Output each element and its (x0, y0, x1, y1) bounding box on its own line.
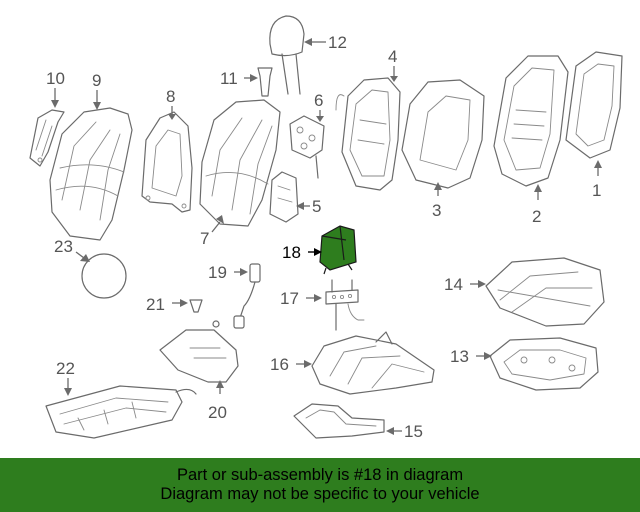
callout-21[interactable]: 21 (146, 295, 165, 314)
part-16-cushion-pad[interactable] (311, 331, 435, 395)
notice-line-2: Diagram may not be specific to your vehi… (160, 485, 480, 503)
callout-8[interactable]: 8 (166, 87, 175, 106)
callout-15[interactable]: 15 (404, 422, 423, 441)
part-1-rear-panel[interactable] (565, 51, 623, 159)
leader-7 (211, 215, 224, 233)
part-11-headrest-guide[interactable] (257, 67, 273, 97)
callout-14[interactable]: 14 (444, 275, 463, 294)
callout-17[interactable]: 17 (280, 289, 299, 308)
leader-17 (306, 294, 322, 302)
callout-10[interactable]: 10 (46, 69, 65, 88)
callout-4[interactable]: 4 (388, 47, 397, 66)
part-7-seat-back-pad[interactable] (199, 99, 281, 227)
callout-22[interactable]: 22 (56, 359, 75, 378)
leader-8 (168, 106, 176, 120)
leader-21 (172, 299, 188, 307)
part-2-seat-frame[interactable] (493, 55, 569, 187)
leader-14 (470, 280, 486, 288)
leader-11 (244, 74, 258, 82)
part-6-lumbar-mechanism[interactable] (289, 115, 325, 179)
callout-2[interactable]: 2 (532, 207, 541, 226)
leader-18 (308, 248, 322, 256)
part-20-side-bracket[interactable] (159, 320, 239, 383)
part-22-heating-mat[interactable] (45, 385, 197, 439)
leader-1 (594, 160, 602, 176)
leader-10 (51, 88, 59, 108)
leader-23 (75, 251, 90, 262)
callout-16[interactable]: 16 (270, 355, 289, 374)
seat-exploded-diagram: 10 9 8 7 12 (29, 15, 623, 441)
part-19-cable[interactable] (233, 263, 261, 329)
part-23-round-cover[interactable] (81, 253, 127, 299)
leader-3 (434, 182, 442, 196)
part-15-cushion-trim[interactable] (293, 403, 385, 439)
part-13-seat-pan[interactable] (489, 337, 599, 391)
callout-11[interactable]: 11 (220, 69, 238, 88)
leader-15 (386, 427, 402, 435)
callout-19[interactable]: 19 (208, 263, 227, 282)
leader-22 (64, 378, 72, 396)
leader-12 (304, 38, 326, 46)
part-4-back-frame[interactable] (335, 77, 401, 191)
part-5-bracket[interactable] (269, 171, 299, 223)
leader-19 (234, 268, 248, 276)
part-3-back-trim[interactable] (401, 79, 485, 189)
callout-1[interactable]: 1 (592, 181, 601, 200)
part-18-highlighted[interactable] (319, 225, 357, 275)
callout-9[interactable]: 9 (92, 71, 101, 90)
part-18-body (319, 225, 357, 271)
leader-9 (93, 90, 101, 110)
callout-13[interactable]: 13 (450, 347, 469, 366)
part-14-cushion-cover[interactable] (485, 257, 605, 327)
callout-6[interactable]: 6 (314, 91, 323, 110)
leader-13 (476, 352, 492, 360)
part-10-bracket[interactable] (29, 109, 65, 167)
callout-12[interactable]: 12 (328, 33, 347, 52)
part-21-clip[interactable] (189, 299, 203, 313)
notice-line-1: Part or sub-assembly is #18 in diagram (176, 466, 464, 484)
diagram-notice-banner: Part or sub-assembly is #18 in diagram D… (0, 458, 640, 512)
part-12-headrest[interactable] (269, 15, 305, 95)
callout-3[interactable]: 3 (432, 201, 441, 220)
callout-5[interactable]: 5 (312, 197, 321, 216)
callout-7[interactable]: 7 (200, 229, 209, 248)
leader-4 (390, 66, 398, 82)
callout-18[interactable]: 18 (282, 243, 301, 262)
leader-20 (216, 380, 224, 394)
part-9-seat-back-cover[interactable] (49, 107, 133, 241)
callout-23[interactable]: 23 (54, 237, 73, 256)
leader-5 (296, 202, 310, 210)
part-17-bracket-plate[interactable] (325, 279, 365, 331)
leader-2 (534, 184, 542, 200)
callout-20[interactable]: 20 (208, 403, 227, 422)
leader-6 (316, 110, 324, 122)
part-8-back-panel[interactable] (141, 111, 193, 213)
leader-16 (296, 360, 312, 368)
